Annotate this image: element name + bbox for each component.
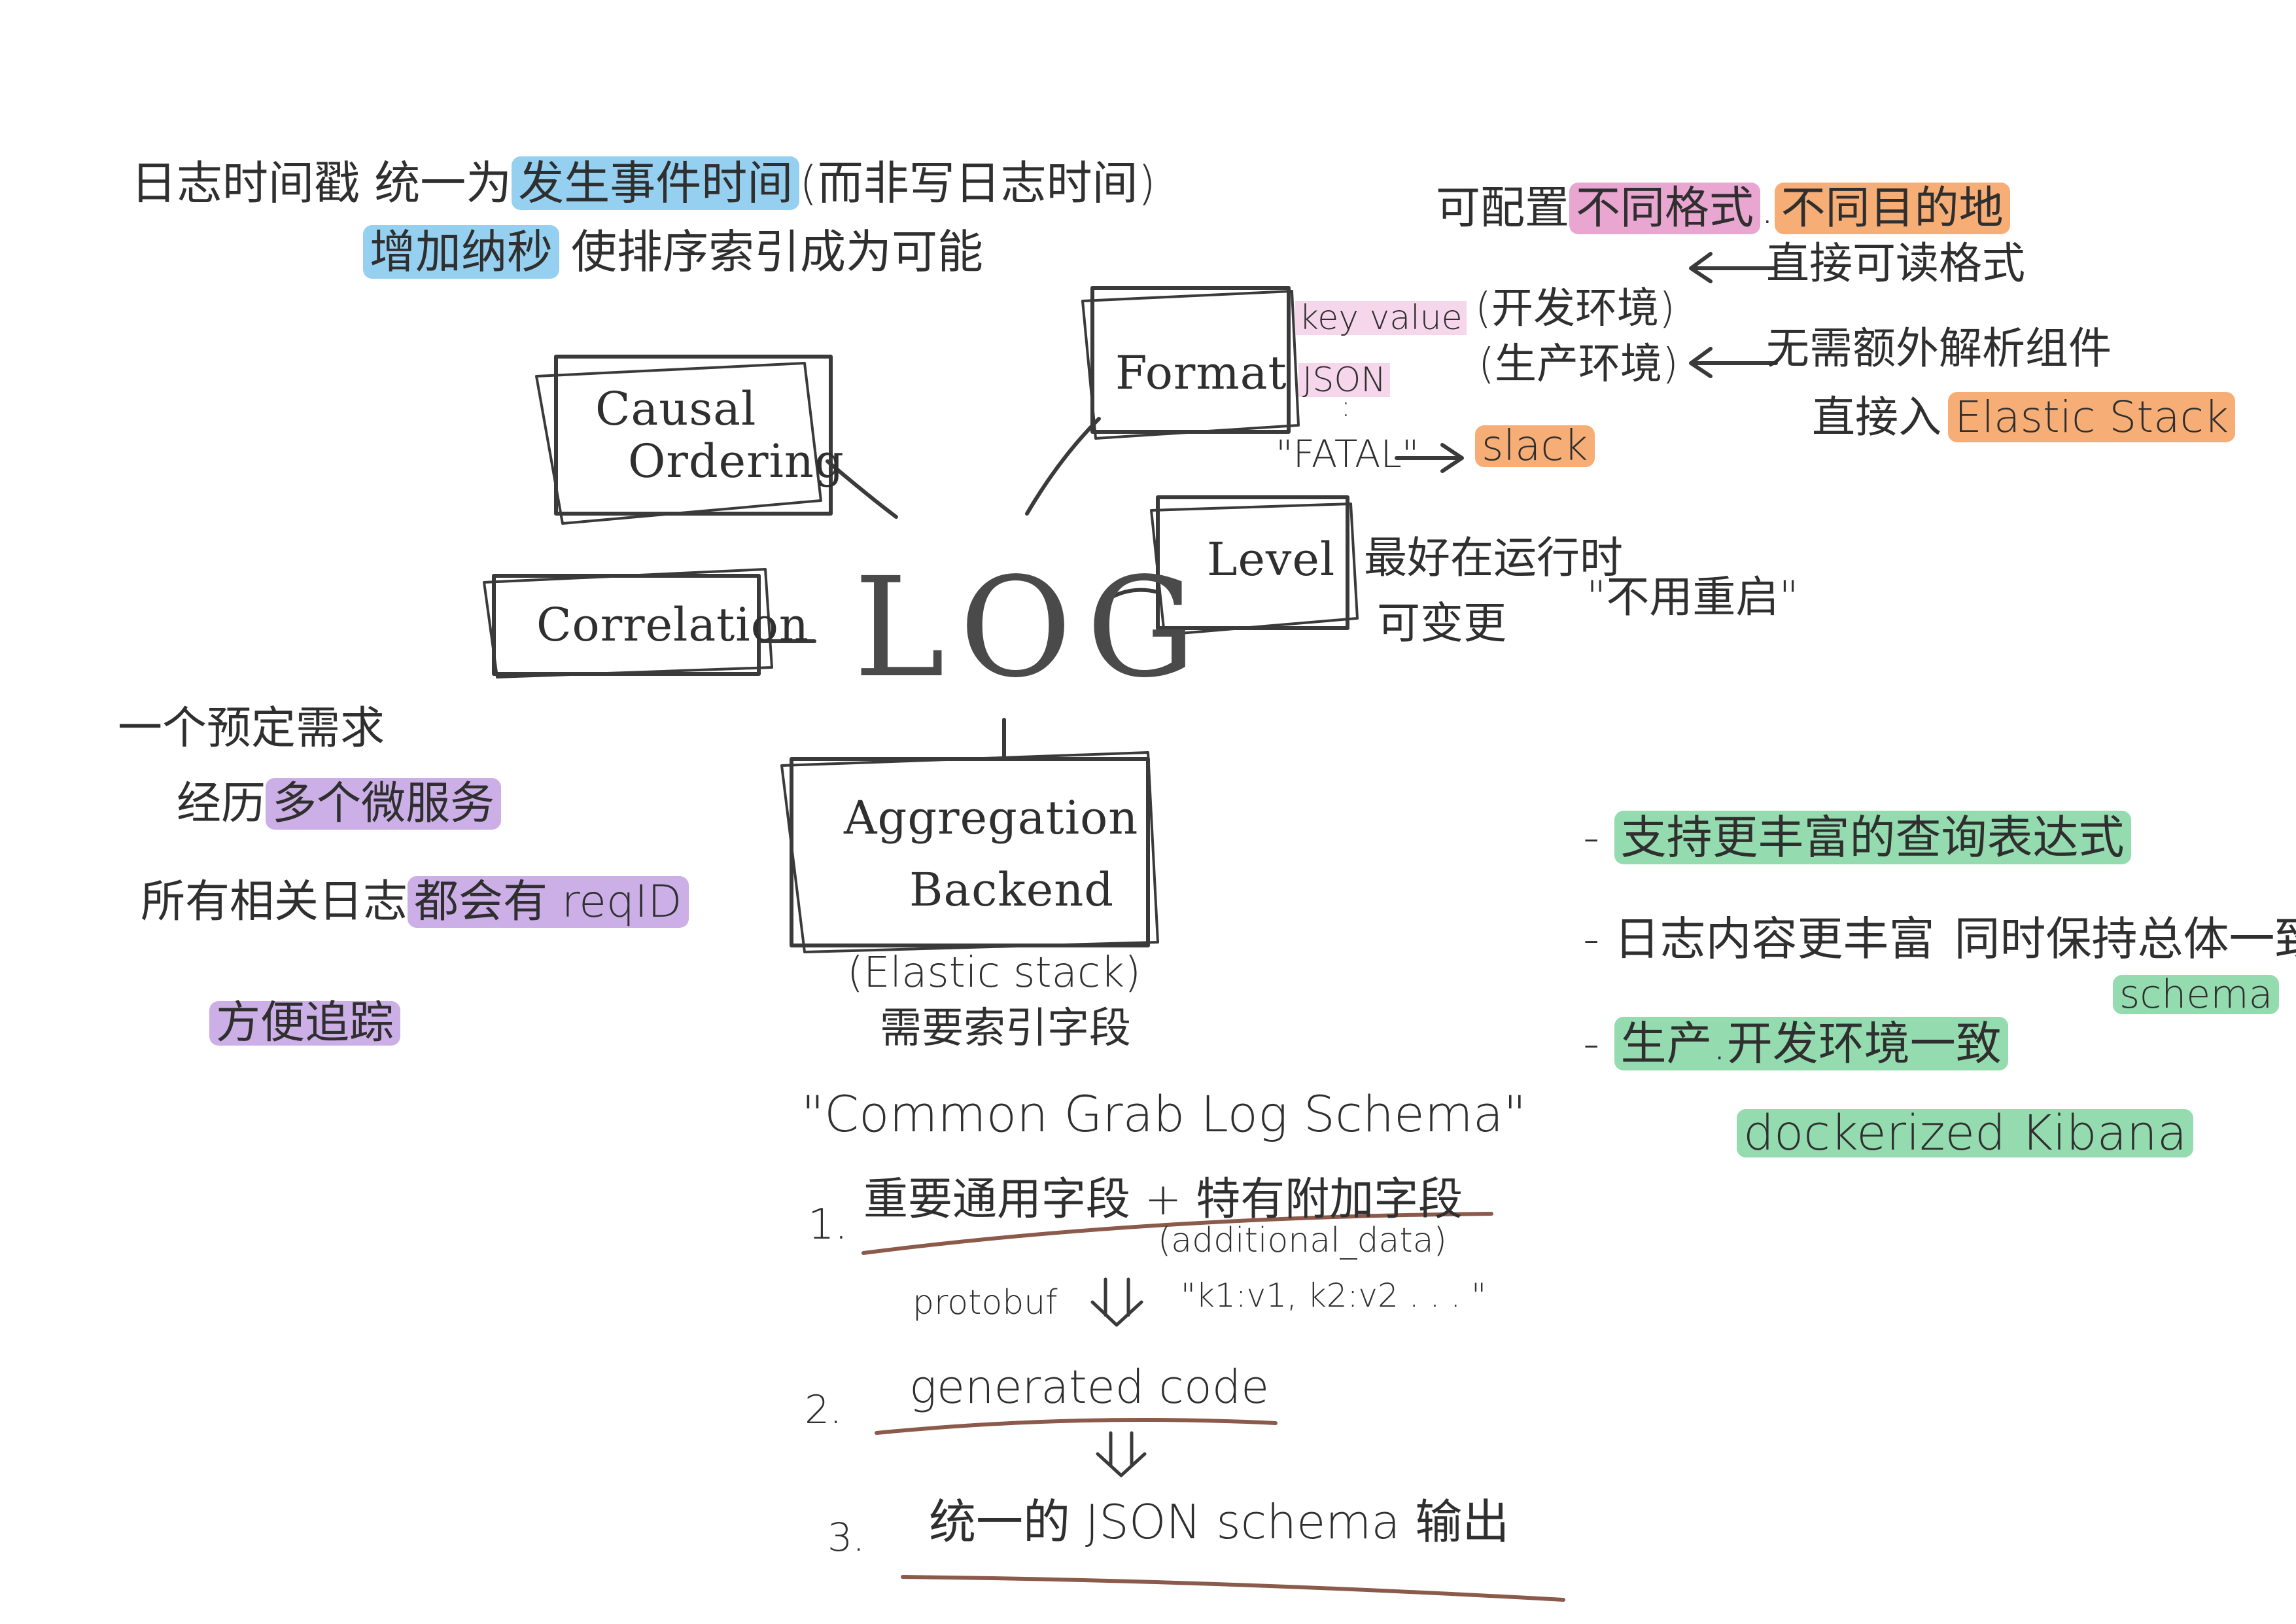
dockerized-kibana-highlight: dockerized Kibana (1737, 1109, 2194, 1157)
format-label: Format (1115, 346, 1287, 400)
timestamp-note-pre: 日志时间戳 统一为 (131, 156, 512, 210)
format-fatal: "FATAL" (1276, 432, 1419, 476)
correlation-note-line1: 一个预定需求 (118, 703, 385, 754)
benefit-item1-bullet: - (1583, 811, 1614, 864)
schema-arrow-2 (1096, 1431, 1147, 1477)
timestamp-note-highlight: 发生事件时间 (512, 156, 800, 210)
benefit-item2: - 日志内容更丰富同时保持总体一致 (1583, 916, 2296, 962)
different-format-highlight: 不同格式 (1569, 183, 1761, 234)
format-box-shadow (1081, 290, 1300, 440)
benefit-item2-post: 同时保持总体一致 (1954, 912, 2296, 966)
schema-step3-number: 3. (827, 1515, 865, 1561)
aggregation-note-line1: (Elastic stack) (847, 949, 1141, 997)
correlation-note-line3: 所有相关日志都会有 reqID (141, 876, 689, 928)
schema-kv-example: "k1:v1, k2:v2 . . . " (1181, 1277, 1487, 1315)
format-slack: slack (1475, 425, 1595, 467)
correlation-note-line2: 经历多个微服务 (177, 778, 502, 830)
connector-format (1025, 417, 1101, 516)
env-consistency-highlight: 生产.开发环境一致 (1614, 1017, 2008, 1070)
reqid-highlight: 都会有 reqID (408, 876, 689, 928)
format-fatal-dots: : (1341, 390, 1351, 423)
causal-ordering-box (554, 355, 833, 516)
json-note2-pre: 直接入 (1812, 392, 1941, 442)
causal-ordering-line2: Ordering (628, 434, 844, 488)
schema-step2-number: 2. (805, 1387, 843, 1433)
causal-ordering-line1: Causal (595, 382, 757, 436)
correlation-label: Correlation (536, 598, 809, 652)
aggregation-box (790, 757, 1150, 947)
connector-level (1107, 588, 1160, 601)
nanosecond-post: 使排序索引成为可能 (571, 225, 983, 279)
benefit-item2-pre: - 日志内容更丰富 (1583, 912, 1935, 966)
schema-step2-text: generated code (909, 1360, 1270, 1414)
timestamp-note-post: (而非写日志时间) (799, 156, 1156, 210)
arrow-kv-note (1689, 252, 1778, 283)
format-json-note1: 无需额外解析组件 (1766, 323, 2112, 374)
schema-step1-text: 重要通用字段 + 特有附加字段 (863, 1174, 1463, 1226)
center-log-label: LOG (854, 548, 1211, 708)
benefit-item1: - 支持更丰富的查询表达式 (1583, 811, 2131, 864)
schema-step3-text: 统一的 JSON schema 输出 (929, 1494, 1510, 1549)
aggregation-line2: Backend (909, 863, 1115, 917)
level-label: Level (1207, 533, 1336, 586)
richer-query-highlight: 支持更丰富的查询表达式 (1614, 811, 2131, 864)
format-key-value-env: (开发环境) (1475, 285, 1675, 333)
easy-tracing-highlight: 方便追踪 (209, 1001, 401, 1046)
arrow-fatal-to-slack (1395, 443, 1464, 473)
aggregation-note-line2: 需要索引字段 (880, 1004, 1131, 1053)
nanosecond-highlight: 增加纳秒 (363, 225, 559, 279)
aggregation-box-shadow (780, 751, 1159, 953)
correlation-box-shadow (483, 568, 773, 679)
schema-highlight: schema (2113, 975, 2280, 1014)
benefit-item3: - 生产.开发环境一致 (1583, 1017, 2008, 1070)
schema-arrow-1 (1090, 1277, 1143, 1327)
configurable-sep: . (1760, 183, 1775, 234)
underline-step3 (901, 1575, 1565, 1602)
configurable-pre: 可配置 (1436, 183, 1570, 234)
timestamp-note-line2: 增加纳秒使排序索引成为可能 (363, 225, 983, 279)
format-configurable-note: 可配置不同格式.不同目的地 (1436, 183, 2010, 234)
schema-step1-number: 1. (808, 1201, 848, 1249)
correlation-line2-pre: 经历 (177, 778, 266, 830)
format-json-env: (生产环境) (1478, 340, 1679, 389)
format-json: JSON (1298, 363, 1391, 397)
level-note-quote: "不用重启" (1586, 572, 1799, 622)
schema-step1-sub: (additional_data) (1158, 1221, 1447, 1260)
timestamp-note-line1: 日志时间戳 统一为发生事件时间(而非写日志时间) (131, 156, 1156, 210)
elastic-stack-highlight: Elastic Stack (1948, 392, 2236, 442)
benefit-item3-bullet: - (1583, 1017, 1614, 1070)
format-key-value-note: 直接可读格式 (1766, 238, 2025, 289)
correlation-line3-pre: 所有相关日志 (141, 876, 408, 928)
underline-step1 (861, 1212, 1493, 1255)
underline-step2 (875, 1418, 1278, 1435)
connector-causal (826, 459, 898, 519)
format-key-value: key value (1295, 301, 1467, 335)
causal-ordering-box-shadow (535, 362, 822, 525)
aggregation-line1: Aggregation (844, 791, 1139, 845)
schema-title: "Common Grab Log Schema" (801, 1085, 1527, 1143)
level-note-line2: 可变更 (1377, 598, 1506, 648)
arrow-json-note (1689, 347, 1778, 378)
multiple-microservices-highlight: 多个微服务 (266, 778, 502, 830)
different-destination-highlight: 不同目的地 (1774, 183, 2010, 234)
schema-protobuf: protobuf (913, 1283, 1058, 1322)
level-note-line1: 最好在运行时 (1364, 533, 1623, 583)
level-box-shadow (1150, 503, 1359, 636)
